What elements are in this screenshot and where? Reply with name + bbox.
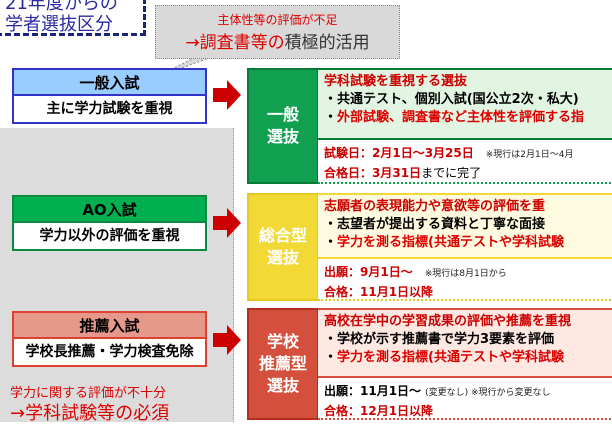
callout-red-text: →調査書等の (185, 33, 285, 53)
callout-line: →調査書等の積極的活用 (156, 28, 399, 53)
note-line: →学科試験等の必須 (10, 403, 170, 424)
date-note: ※現行は8月1日から (424, 269, 507, 279)
detail-heading: 高校在学中の学習成果の評価や推薦を重視 (324, 314, 572, 329)
detail-item: ・志望者が提出する資料と丁寧な面接 (324, 217, 546, 232)
bullet: ・ (324, 350, 338, 365)
selection-general-label: 一般選抜 (247, 68, 319, 184)
category-header: AO入試 (14, 197, 205, 223)
date-row: 出願：11月1日～(変更なし) ※現行から変更なし (324, 382, 612, 402)
callout-line: 主体性等の評価が不足 (217, 13, 338, 27)
date-label: 合格：12月1日以降 (324, 404, 434, 418)
category-body: 学力以外の評価を重視 (39, 228, 180, 244)
left-panel-background (0, 128, 234, 422)
label-line: 選抜 (266, 376, 299, 395)
arrow-right-icon (213, 80, 241, 110)
label-line: 一般 (266, 105, 299, 124)
detail-item: ・学力を測る指標(共通テストや学科試験 (324, 349, 610, 367)
category-recommendation: 推薦入試 学校長推薦・学力検査免除 (12, 311, 207, 367)
bullet: ・ (324, 235, 338, 250)
label-line: 学校 (266, 332, 299, 351)
detail-item: ・学力を測る指標(共通テストや学科試験 (324, 234, 610, 252)
detail-item: ・学校が示す推薦書で学力3要素を評価 (324, 332, 555, 347)
title-line: 学者選抜区分 (5, 14, 113, 35)
date-row: 試験日：2月1日～3月25日 ※現行は2月1日～4月 (324, 144, 612, 164)
date-row: 合格：12月1日以降 (324, 402, 612, 420)
date-rest: までに完了 (421, 166, 482, 180)
arrow-right-icon (213, 325, 241, 355)
category-header: 一般入試 (14, 70, 205, 96)
category-header: 推薦入試 (14, 313, 205, 339)
date-note: ※現行は2月1日～4月 (485, 150, 574, 160)
detail-item-red: 学力を測る指標(共通テストや学科試験 (337, 235, 564, 250)
selection-school-recommendation-label: 学校推薦型選抜 (247, 308, 319, 420)
category-body: 学校長推薦・学力検査免除 (25, 344, 194, 360)
detail-item: ・外部試験、調査書など主体性を評価する指 (324, 109, 610, 127)
date-label: 出願：11月1日～ (324, 384, 422, 398)
title-line: 21年度からの (5, 0, 118, 14)
detail-heading: 志願者の表現能力や意欲等の評価を重 (324, 199, 546, 214)
selection-comprehensive-detail: 志願者の表現能力や意欲等の評価を重 ・志望者が提出する資料と丁寧な面接 ・学力を… (318, 193, 612, 301)
detail-item-red: 学力を測る指標(共通テストや学科試験 (337, 350, 564, 365)
callout-general: 主体性等の評価が不足 →調査書等の積極的活用 (155, 5, 400, 59)
category-ao: AO入試 学力以外の評価を重視 (12, 195, 207, 251)
arrow-right-icon (213, 208, 241, 238)
detail-item-red: 外部試験、調査書など主体性を評価する指 (337, 110, 585, 125)
bullet: ・ (324, 110, 338, 125)
label-line: 推薦型 (258, 354, 307, 373)
slide-title: 21年度からの 学者選抜区分 (0, 0, 146, 36)
category-body: 主に学力試験を重視 (46, 101, 173, 117)
recommendation-note: 学力に関する評価が不十分 →学科試験等の必須 (10, 384, 169, 424)
date-label: 合格日：3月31日 (324, 166, 422, 180)
detail-item: ・共通テスト、個別入試(国公立2次・私大) (324, 92, 579, 107)
selection-general-detail: 学科試験を重視する選抜 ・共通テスト、個別入試(国公立2次・私大) ・外部試験、… (318, 68, 612, 184)
date-row: 合格：11月1日以降 (324, 283, 612, 301)
label-line: 選抜 (266, 127, 299, 146)
callout-black-text: 積極的活用 (284, 33, 370, 53)
category-general: 一般入試 主に学力試験を重視 (12, 68, 207, 124)
date-label: 試験日：2月1日～3月25日 (324, 146, 474, 160)
detail-heading: 学科試験を重視する選抜 (324, 74, 468, 89)
note-line: 学力に関する評価が不十分 (10, 386, 167, 401)
date-label: 出願：9月1日～ (324, 265, 413, 279)
date-row: 合格日：3月31日までに完了 (324, 164, 612, 182)
label-line: 選抜 (266, 248, 299, 267)
date-row: 出願：9月1日～ ※現行は8月1日から (324, 263, 612, 283)
label-line: 総合型 (258, 226, 307, 245)
selection-comprehensive-label: 総合型選抜 (247, 193, 319, 301)
date-label: 合格：11月1日以降 (324, 285, 434, 299)
date-note: (変更なし) ※現行から変更なし (425, 388, 551, 398)
selection-school-recommendation-detail: 高校在学中の学習成果の評価や推薦を重視 ・学校が示す推薦書で学力3要素を評価 ・… (318, 308, 612, 420)
